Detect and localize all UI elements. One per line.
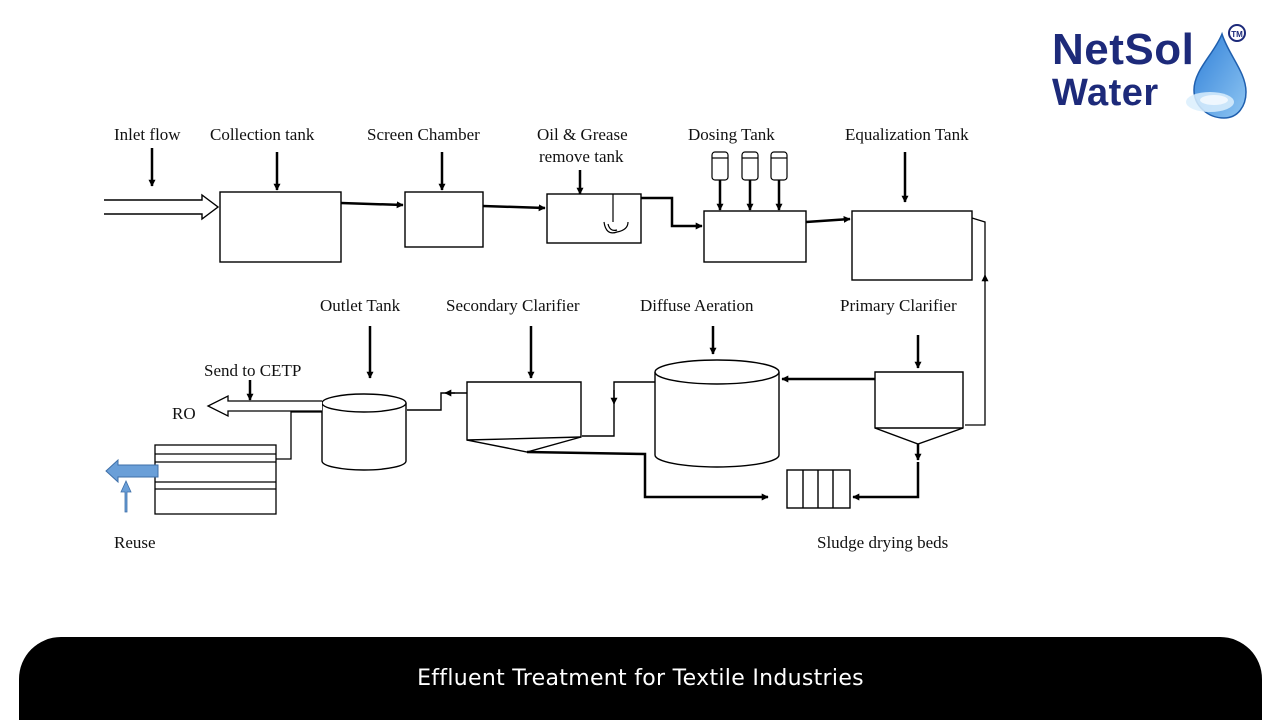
primary-clarifier-shape	[874, 371, 964, 445]
oil-grease-tank-box	[546, 193, 642, 244]
label-collection-tank: Collection tank	[210, 125, 315, 144]
netsol-water-logo: NetSol Water TM	[1052, 24, 1252, 124]
reuse-arrow	[105, 458, 159, 484]
label-inlet-flow: Inlet flow	[114, 125, 181, 144]
trademark-badge: TM	[1228, 24, 1246, 42]
sludge-drying-beds	[786, 469, 851, 509]
label-secondary-clarifier: Secondary Clarifier	[446, 296, 580, 315]
water-drop-icon	[1186, 31, 1247, 119]
label-outlet-tank: Outlet Tank	[320, 296, 401, 315]
label-sludge-drying-beds: Sludge drying beds	[817, 533, 948, 552]
label-oil-grease-1: Oil & Grease	[537, 125, 628, 144]
diffuse-aeration-tank	[654, 359, 780, 468]
equalization-tank-box	[851, 210, 973, 281]
footer-title: Effluent Treatment for Textile Industrie…	[417, 666, 864, 691]
collection-tank-box	[219, 191, 342, 263]
screen-chamber-box	[404, 191, 484, 248]
dosing-tank-box	[703, 210, 807, 263]
logo-text-netsol: NetSol	[1052, 25, 1195, 74]
footer-banner: Effluent Treatment for Textile Industrie…	[19, 637, 1262, 720]
label-equalization-tank: Equalization Tank	[845, 125, 969, 144]
label-diffuse-aeration: Diffuse Aeration	[640, 296, 754, 315]
label-ro: RO	[172, 404, 196, 423]
label-send-to-cetp: Send to CETP	[204, 361, 301, 380]
label-primary-clarifier: Primary Clarifier	[840, 296, 957, 315]
label-reuse: Reuse	[114, 533, 156, 552]
label-oil-grease-2: remove tank	[539, 147, 624, 166]
label-dosing-tank: Dosing Tank	[688, 125, 775, 144]
outlet-tank	[321, 393, 407, 471]
label-screen-chamber: Screen Chamber	[367, 125, 480, 144]
ro-unit	[154, 444, 277, 515]
secondary-clarifier-shape	[466, 381, 582, 453]
logo-text-water: Water	[1052, 72, 1159, 114]
effluent-treatment-diagram: Inlet flow Collection tank Screen Chambe…	[104, 125, 989, 552]
